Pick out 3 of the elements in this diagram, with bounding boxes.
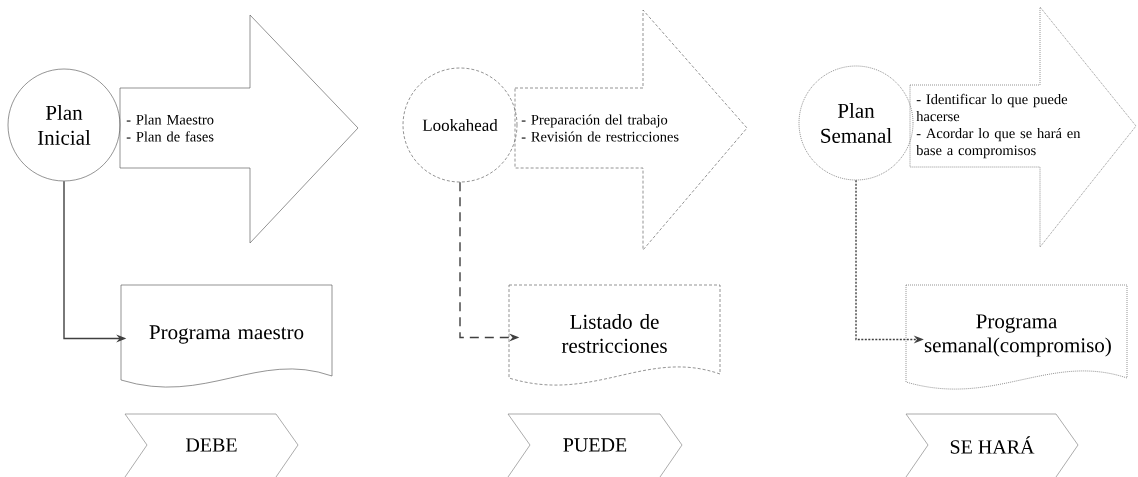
circle-node: Plan Semanal: [798, 65, 914, 181]
circle-node: Lookahead: [402, 67, 518, 183]
circle-node: Plan Inicial: [7, 68, 121, 182]
